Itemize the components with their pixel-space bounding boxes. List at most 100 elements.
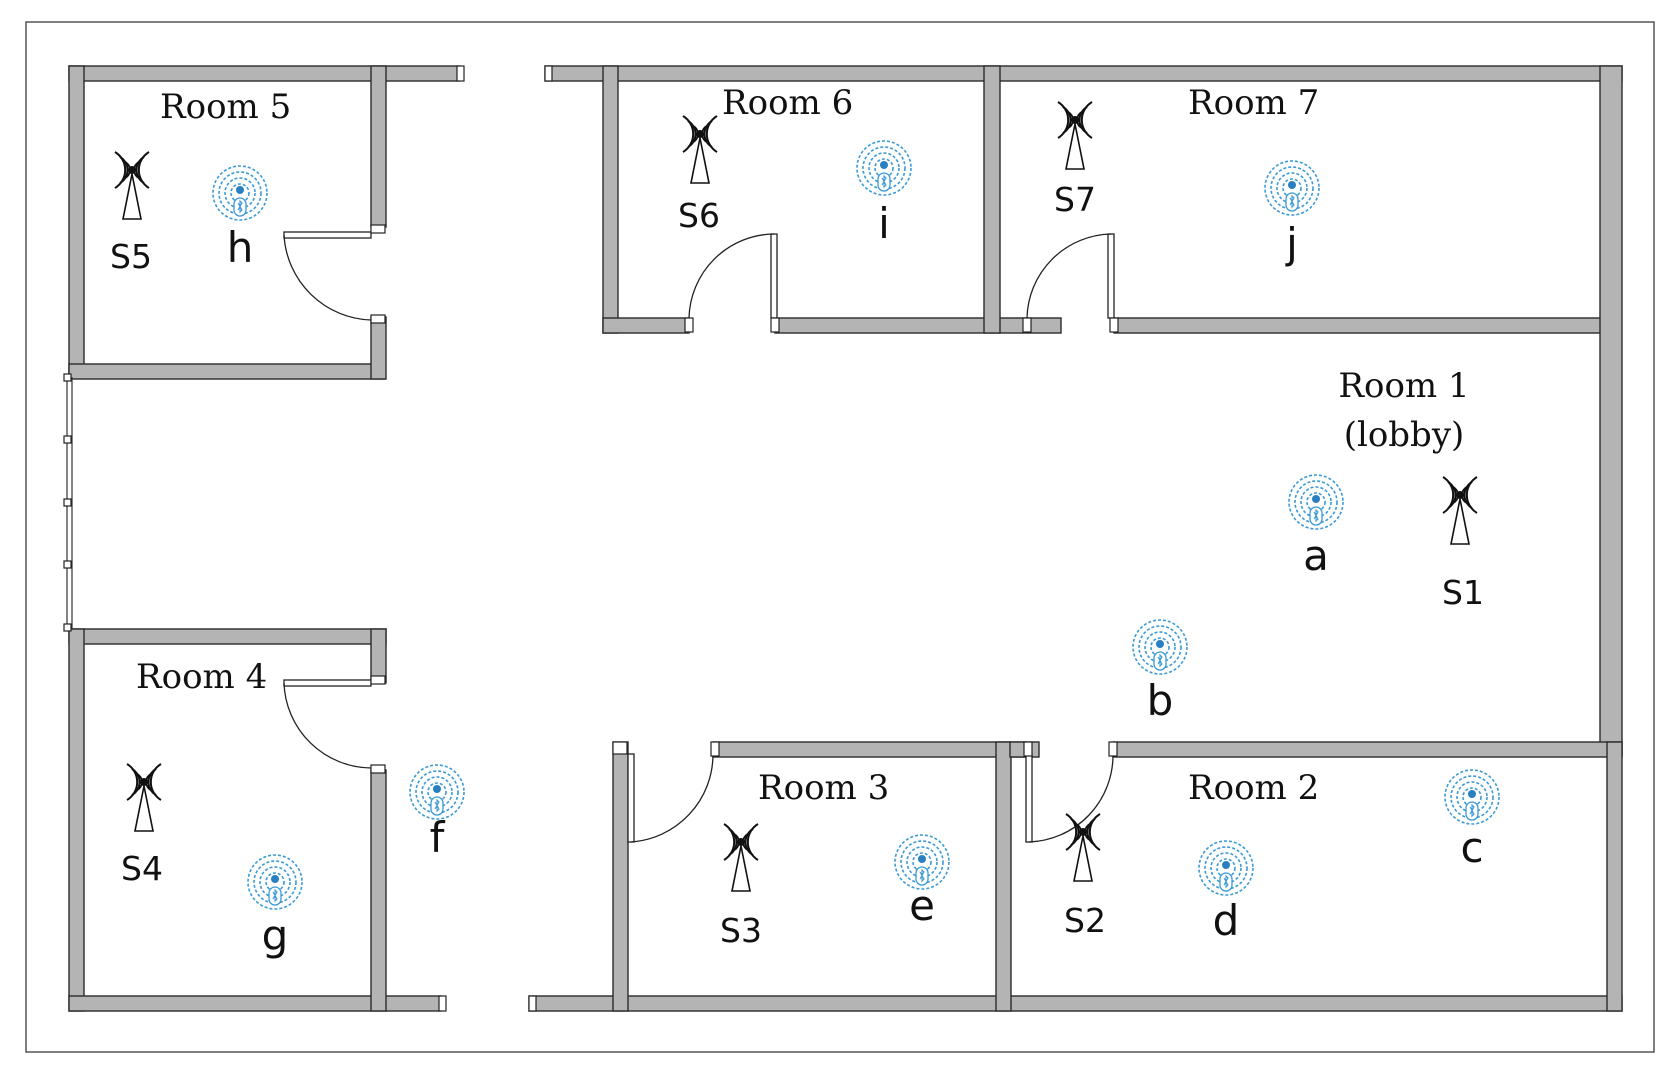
door-jamb	[1109, 317, 1119, 333]
wall-end-cap	[528, 995, 537, 1012]
room-label-room4: Room 4	[136, 657, 267, 697]
beacon-label: a	[1303, 531, 1329, 580]
wall-end-cap	[544, 65, 553, 82]
door-jamb	[1022, 317, 1032, 333]
walls	[68, 65, 1623, 1012]
station-label: S2	[1064, 901, 1106, 940]
wall	[68, 363, 386, 380]
radio-tower-icon	[682, 115, 718, 184]
station-s7: S7	[1054, 101, 1096, 219]
beacon-label: i	[878, 199, 890, 248]
beacon-label: f	[430, 813, 446, 862]
door-leaf	[283, 231, 372, 239]
room-label-room7: Room 7	[1188, 83, 1319, 123]
beacons: a b c d e f g h i j	[212, 140, 1500, 960]
station-s3: S3	[720, 823, 762, 950]
wall	[602, 65, 619, 334]
beacon-label: d	[1213, 896, 1240, 945]
door-swing	[1026, 233, 1112, 319]
wall	[370, 65, 387, 228]
drawing-frame	[25, 21, 1655, 1053]
beacon-i: i	[856, 140, 912, 248]
door-jamb	[684, 317, 694, 333]
bluetooth-beacon-icon	[1132, 619, 1188, 675]
radio-tower-icon	[1057, 101, 1093, 170]
door-jamb	[710, 741, 720, 757]
beacon-label: g	[262, 911, 289, 960]
windows	[63, 373, 73, 632]
door-leaf	[1025, 753, 1033, 843]
door-jamb	[370, 675, 386, 685]
wall	[370, 316, 387, 380]
beacon-b: b	[1132, 619, 1188, 725]
door-swing	[688, 233, 775, 319]
station-label: S7	[1054, 180, 1096, 219]
bluetooth-beacon-icon	[1264, 160, 1320, 216]
bluetooth-beacon-icon	[409, 764, 465, 820]
radio-tower-icon	[126, 763, 162, 832]
wall-end-caps	[438, 65, 553, 1012]
station-label: S6	[678, 196, 720, 235]
station-label: S5	[110, 237, 152, 276]
wall-end-cap	[438, 995, 447, 1012]
door-leaf	[1107, 233, 1115, 319]
door-swing	[283, 234, 372, 321]
doors	[283, 224, 1119, 843]
wall	[370, 769, 387, 1012]
door-swing	[1028, 753, 1114, 843]
wall	[612, 741, 629, 1012]
wall	[544, 65, 1623, 82]
window-mullion	[63, 560, 72, 569]
station-s2: S2	[1064, 813, 1106, 940]
station-label: S4	[121, 849, 163, 888]
window-mullion	[63, 498, 72, 507]
bluetooth-beacon-icon	[1198, 840, 1254, 896]
door-swing	[283, 682, 372, 769]
beacon-label: e	[909, 881, 935, 930]
bluetooth-beacon-icon	[1288, 474, 1344, 530]
wall	[528, 995, 1623, 1012]
door-leaf	[770, 233, 778, 319]
beacon-e: e	[894, 834, 950, 930]
room-label-room2: Room 2	[1188, 768, 1319, 808]
beacon-f: f	[409, 764, 465, 862]
window-mullion	[63, 435, 72, 444]
station-s4: S4	[121, 763, 163, 888]
beacon-label: h	[227, 223, 254, 272]
room-label-room5: Room 5	[160, 87, 291, 127]
wall	[68, 628, 85, 1012]
beacon-j: j	[1264, 160, 1320, 268]
wall	[602, 317, 690, 334]
wall	[1606, 741, 1623, 1012]
wall-end-cap	[456, 65, 465, 82]
radio-tower-icon	[1442, 476, 1478, 545]
station-s1: S1	[1442, 476, 1484, 612]
room-label-room6: Room 6	[722, 83, 853, 123]
wall	[1113, 317, 1609, 334]
wall	[983, 65, 1001, 334]
room-label-room3: Room 3	[758, 768, 889, 808]
room-label-room1: Room 1	[1338, 366, 1469, 406]
wall	[1599, 65, 1623, 757]
door-leaf	[283, 679, 372, 687]
door-jamb	[612, 741, 628, 755]
wall	[68, 65, 460, 82]
wall	[370, 628, 387, 684]
wall	[68, 628, 387, 645]
door-jamb	[370, 224, 386, 234]
beacon-label: c	[1460, 823, 1483, 872]
bluetooth-beacon-icon	[212, 165, 268, 221]
bluetooth-beacon-icon	[247, 854, 303, 910]
radio-tower-icon	[723, 823, 759, 892]
beacon-label: j	[1285, 219, 1298, 268]
bluetooth-beacon-icon	[856, 140, 912, 196]
door-jamb	[370, 764, 386, 774]
window-mullion	[63, 623, 72, 632]
beacon-a: a	[1288, 474, 1344, 580]
wall	[712, 741, 1040, 758]
room-sublabel-room1: (lobby)	[1344, 415, 1465, 455]
door-jamb	[370, 314, 386, 324]
station-s5: S5	[110, 151, 152, 276]
